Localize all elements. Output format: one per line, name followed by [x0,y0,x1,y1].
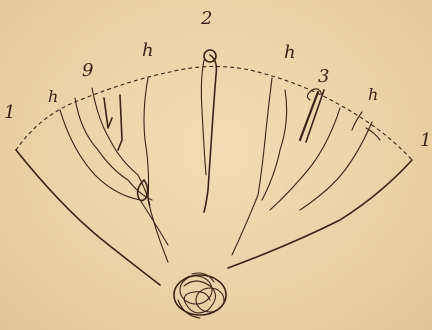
center-figure [201,60,206,175]
mark-h-3: h [284,42,296,63]
pivot-knot [174,273,226,318]
segment-line [144,78,168,262]
mark-h-2: h [142,40,154,61]
mark-9: 9 [82,60,93,81]
mark-h-1: h [48,87,58,106]
fan-top-arc [16,66,412,160]
center-figure [204,55,216,212]
stroke-detail [118,95,122,150]
stroke-detail [104,98,112,128]
mark-left-1: 1 [4,102,15,123]
fan-right-edge [228,160,412,268]
segment-line [270,108,340,210]
segment-line [262,90,287,200]
mark-h-4: h [368,85,378,104]
center-figure-head [204,50,216,62]
mark-right-1: 1 [420,130,431,151]
segment-line [232,78,272,255]
mark-3: 3 [318,66,329,87]
segment-line [60,110,168,245]
mark-top-2: 2 [200,8,212,29]
fan-left-edge [16,150,160,285]
